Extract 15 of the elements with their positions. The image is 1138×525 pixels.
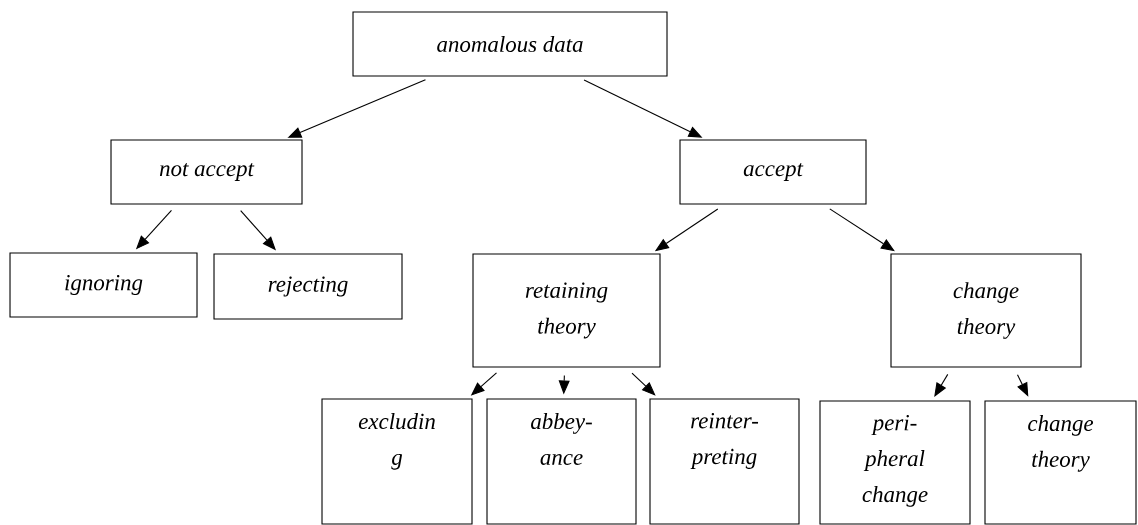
text-box: not accept <box>110 139 303 205</box>
text-box: anomalous data <box>352 11 668 77</box>
text-box: peri- pheral change <box>819 400 971 525</box>
text-box: rejecting <box>213 253 403 320</box>
arrow <box>934 373 949 397</box>
text-box: accept <box>679 139 867 205</box>
arrow <box>1016 374 1029 397</box>
text-box: ignoring <box>9 252 198 318</box>
text-box: reinter- preting <box>649 398 800 525</box>
text-box: excludin g <box>321 398 473 525</box>
text-box: change theory <box>890 253 1082 368</box>
text-box: abbey- ance <box>486 398 637 525</box>
arrow <box>631 372 656 396</box>
text-box: change theory <box>984 400 1137 525</box>
text-box: retaining theory <box>472 253 661 368</box>
